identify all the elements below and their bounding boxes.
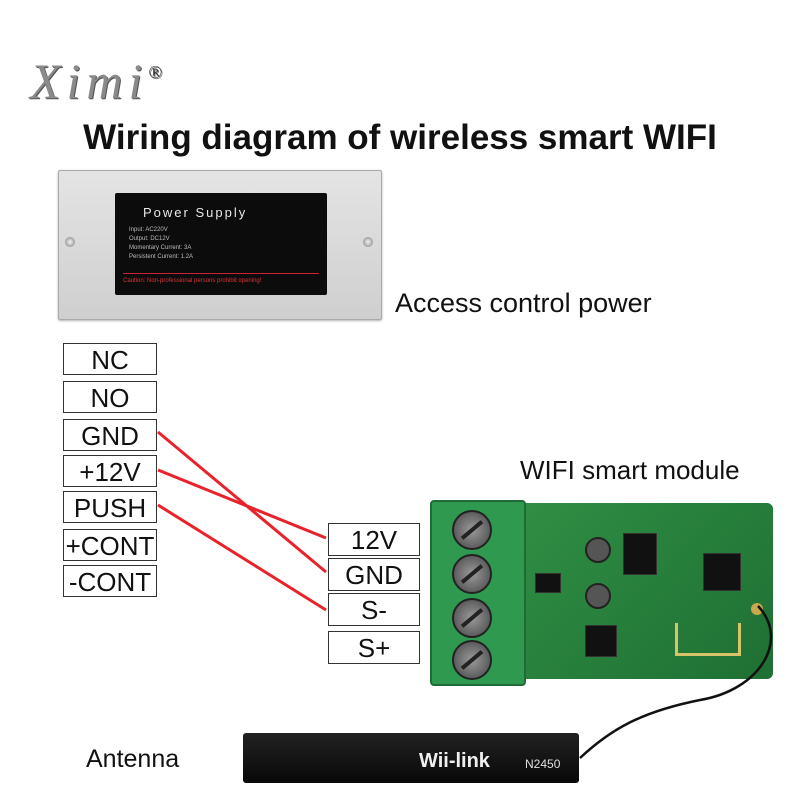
wire-push-to-s-minus <box>157 503 327 612</box>
antenna-connector-icon <box>751 603 763 615</box>
terminal-minus-cont: -CONT <box>63 565 157 597</box>
wire-12v-to-12v <box>157 468 327 540</box>
antenna-strip: Wii-link N2450 <box>243 733 579 783</box>
spec-line: Momentary Current: 3A <box>129 245 192 251</box>
warning-text: Caution: Non-professional persons prohib… <box>123 273 319 288</box>
module-terminal-12v: 12V <box>328 523 420 556</box>
power-supply-panel: Power Supply Input: AC220V Output: DC12V… <box>115 193 327 295</box>
terminal-push: PUSH <box>63 491 157 523</box>
antenna-model: N2450 <box>525 757 561 771</box>
module-terminal-s-plus: S+ <box>328 631 420 664</box>
spec-line: Persistent Current: 1.2A <box>129 254 194 260</box>
brand-name: Ximi <box>30 53 149 109</box>
spec-line: Output: DC12V <box>129 236 170 242</box>
terminal-plus-cont: +CONT <box>63 529 157 561</box>
wifi-module-pcb <box>515 503 773 679</box>
terminal-gnd: GND <box>63 419 157 451</box>
antenna-brand: Wii-link <box>419 750 490 772</box>
power-supply-label: Access control power <box>395 288 652 318</box>
relay-chip-icon <box>585 625 617 657</box>
screw-icon <box>452 554 492 594</box>
screw-icon <box>452 640 492 680</box>
screw-icon <box>65 237 75 247</box>
wire-gnd-to-gnd <box>157 430 327 574</box>
page-title: Wiring diagram of wireless smart WIFI <box>83 118 717 157</box>
power-supply-title: Power Supply <box>143 205 248 220</box>
screw-icon <box>452 598 492 638</box>
module-terminal-gnd: GND <box>328 558 420 591</box>
regulator-chip-icon <box>535 573 561 593</box>
capacitor-icon <box>585 537 611 563</box>
antenna-cable <box>579 605 773 759</box>
terminal-no: NO <box>63 381 157 413</box>
terminal-nc: NC <box>63 343 157 375</box>
pcb-antenna-trace-icon <box>675 623 741 656</box>
terminal-12v: +12V <box>63 455 157 487</box>
wifi-chip-icon <box>703 553 741 591</box>
terminal-block <box>430 500 526 686</box>
registered-mark: ® <box>148 62 163 82</box>
screw-icon <box>452 510 492 550</box>
push-button-icon <box>623 533 657 575</box>
spec-line: Input: AC220V <box>129 227 168 233</box>
power-supply-box: Power Supply Input: AC220V Output: DC12V… <box>58 170 382 320</box>
screw-icon <box>363 237 373 247</box>
capacitor-icon <box>585 583 611 609</box>
module-terminal-s-minus: S- <box>328 593 420 626</box>
brand-logo: Ximi® <box>30 52 162 110</box>
module-label: WIFI smart module <box>520 455 740 485</box>
antenna-label: Antenna <box>86 745 180 773</box>
